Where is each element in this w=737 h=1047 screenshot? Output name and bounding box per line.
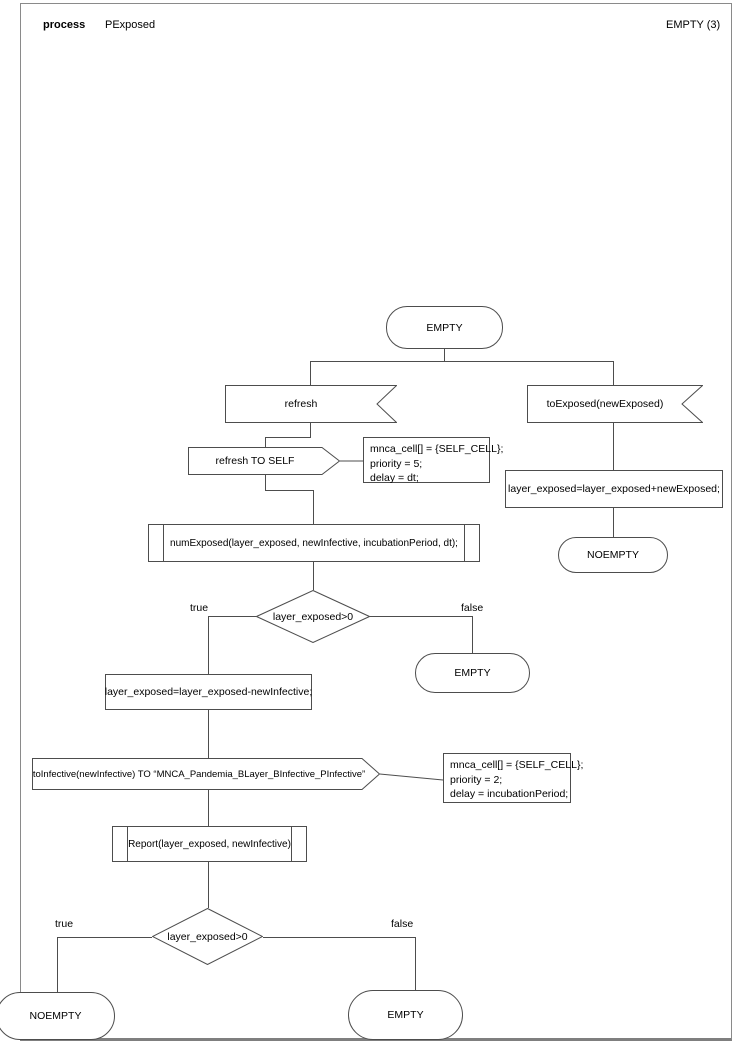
comment-line: delay = dt; xyxy=(370,472,419,484)
signal-label: toInfective(newInfective) TO “MNCA_Pande… xyxy=(32,768,366,780)
procedure-label: Report(layer_exposed, newInfective) xyxy=(128,838,291,850)
connector-decision1-false xyxy=(370,617,473,654)
branch-label-false-2: false xyxy=(391,918,414,930)
signal-send-to-infective[interactable]: toInfective(newInfective) TO “MNCA_Pande… xyxy=(32,758,380,790)
state-noempty-right[interactable]: NOEMPTY xyxy=(558,537,668,573)
procedure-call-report[interactable]: Report(layer_exposed, newInfective) xyxy=(112,826,307,862)
connector-refresh-to-send xyxy=(266,423,311,447)
signal-receive-to-exposed[interactable]: toExposed(newExposed) xyxy=(527,385,703,423)
decision-label: layer_exposed>0 xyxy=(272,610,354,623)
decision-diamond-shape xyxy=(256,590,370,643)
comment-box-priority5[interactable]: mnca_cell[] = {SELF_CELL}; priority = 5;… xyxy=(363,437,504,484)
state-label: EMPTY xyxy=(426,321,463,334)
procedure-call-num-exposed[interactable]: numExposed(layer_exposed, newInfective, … xyxy=(148,524,480,562)
procedure-bar-right xyxy=(291,827,292,861)
task-label: layer_exposed=layer_exposed+newExposed; xyxy=(508,483,720,495)
state-noempty-bottom[interactable]: NOEMPTY xyxy=(0,992,115,1040)
connector-decision1-true xyxy=(209,617,257,675)
comment-line: priority = 5; xyxy=(370,457,423,470)
state-label: EMPTY xyxy=(387,1009,424,1021)
signal-receive-shape xyxy=(527,385,703,423)
state-empty-mid[interactable]: EMPTY xyxy=(415,653,530,693)
comment-line: mnca_cell[] = {SELF_CELL}; xyxy=(370,443,504,455)
branch-label-true-1: true xyxy=(190,602,209,614)
state-label: NOEMPTY xyxy=(587,549,639,561)
signal-label: toExposed(newExposed) xyxy=(546,398,664,410)
process-name: PExposed xyxy=(105,19,156,31)
connector-send2-to-comment2 xyxy=(380,774,443,780)
state-label: NOEMPTY xyxy=(29,1010,82,1022)
procedure-bar-right xyxy=(464,525,465,561)
procedure-bar-left xyxy=(163,525,164,561)
procedure-label: numExposed(layer_exposed, newInfective, … xyxy=(170,537,458,549)
state-label: EMPTY xyxy=(454,667,491,679)
process-kind-label: process xyxy=(43,19,86,31)
state-empty-bottom[interactable]: EMPTY xyxy=(348,990,463,1040)
connector-decision2-false xyxy=(263,938,416,991)
comment-line: delay = incubationPeriod; xyxy=(450,788,569,800)
signal-send-shape xyxy=(188,447,340,475)
task-label: layer_exposed=layer_exposed-newInfective… xyxy=(104,686,313,698)
task-add-exposed[interactable]: layer_exposed=layer_exposed+newExposed; xyxy=(505,470,723,508)
comment-line: priority = 2; xyxy=(450,773,503,786)
signal-label: refresh xyxy=(284,398,318,410)
decision-diamond-shape xyxy=(152,908,263,965)
branch-label-true-2: true xyxy=(55,918,74,930)
state-start-empty[interactable]: EMPTY xyxy=(386,306,503,349)
task-sub-infective[interactable]: layer_exposed=layer_exposed-newInfective… xyxy=(105,674,312,710)
signal-send-refresh-to-self[interactable]: refresh TO SELF xyxy=(188,447,340,475)
comment-box-priority2[interactable]: mnca_cell[] = {SELF_CELL}; priority = 2;… xyxy=(443,753,584,803)
branch-label-false-1: false xyxy=(461,602,484,614)
procedure-bar-left xyxy=(127,827,128,861)
comment-line: mnca_cell[] = {SELF_CELL}; xyxy=(450,759,584,771)
signal-label: refresh TO SELF xyxy=(215,455,295,467)
signal-receive-refresh[interactable]: refresh xyxy=(225,385,397,423)
signal-receive-shape xyxy=(225,385,397,423)
page-reference: EMPTY (3) xyxy=(666,19,721,31)
connector-send-to-proc xyxy=(266,475,314,524)
signal-send-shape xyxy=(32,758,380,790)
decision-layer-exposed-1[interactable]: layer_exposed>0 xyxy=(256,590,370,643)
connector-split-top xyxy=(311,362,614,386)
decision-label: layer_exposed>0 xyxy=(167,930,248,943)
connector-decision2-true xyxy=(58,938,153,993)
decision-layer-exposed-2[interactable]: layer_exposed>0 xyxy=(152,908,263,965)
